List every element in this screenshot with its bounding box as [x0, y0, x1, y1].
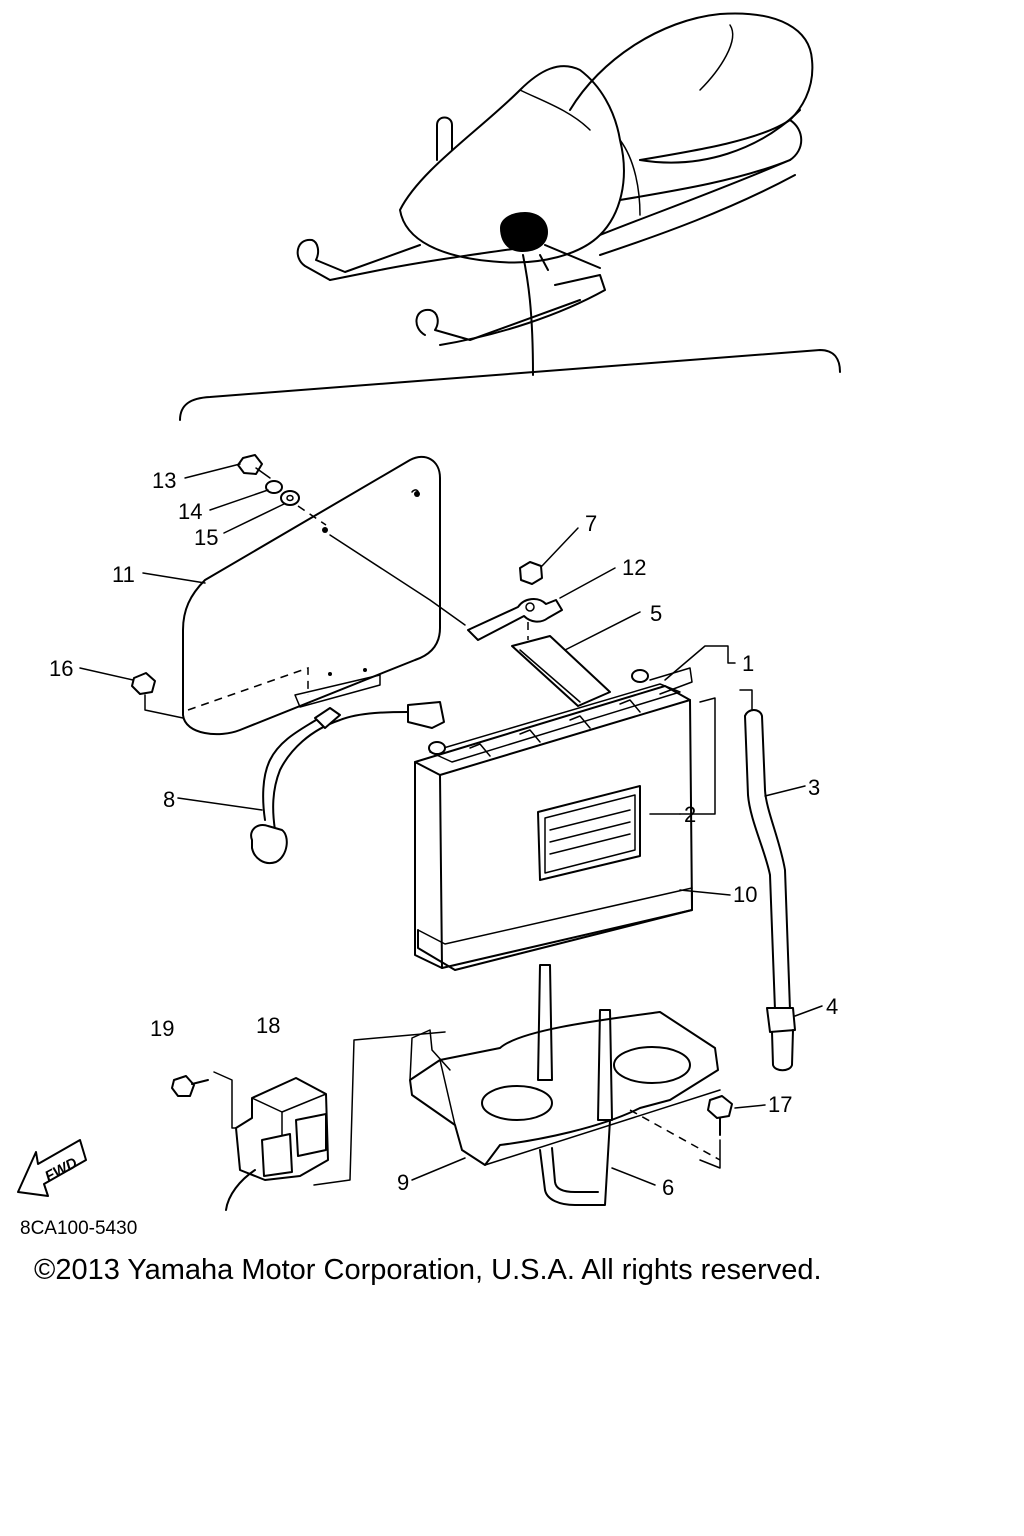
callout-17: 17	[768, 1092, 792, 1117]
clamp-4-part	[766, 1007, 796, 1072]
nut-16-part	[131, 672, 184, 719]
battery-2-part	[414, 667, 693, 969]
callout-16: 16	[49, 656, 73, 681]
cable-8-part	[250, 701, 445, 864]
callout-3: 3	[808, 775, 820, 800]
callout-14: 14	[178, 499, 202, 524]
pad-10-part	[417, 891, 693, 971]
copyright-notice: ©2013 Yamaha Motor Corporation, U.S.A. A…	[34, 1254, 822, 1286]
callout-13: 13	[152, 468, 176, 493]
callout-18: 18	[256, 1013, 280, 1038]
callout-12: 12	[622, 555, 646, 580]
washer-15-part	[280, 490, 300, 506]
bolt-17-part	[699, 1095, 733, 1169]
callout-5: 5	[650, 601, 662, 626]
callout-11: 11	[112, 562, 135, 587]
callout-2: 2	[684, 802, 696, 827]
forward-direction-arrow: FWD	[17, 1139, 87, 1197]
callout-19: 19	[150, 1016, 174, 1041]
band-12-part	[467, 598, 563, 641]
bracket-5-part	[511, 635, 611, 707]
diagram-code: 8CA100-5430	[20, 1218, 138, 1239]
stud-bolts	[537, 964, 613, 1121]
callout-15: 15	[194, 525, 218, 550]
band-6-part	[539, 1119, 611, 1206]
breather-pipe-3-part	[744, 709, 791, 1011]
leader-lines	[79, 463, 823, 1186]
battery-location-marker	[500, 212, 548, 252]
callout-7: 7	[585, 511, 597, 536]
washer-14-part	[265, 480, 283, 494]
nut-7-part	[519, 561, 543, 585]
battery-cover-part	[182, 455, 441, 736]
callout-4: 4	[826, 994, 838, 1019]
callout-10: 10	[733, 882, 757, 907]
callout-1: 1	[742, 651, 754, 676]
relay-18-part	[213, 1031, 446, 1211]
battery-box-9-part	[409, 1011, 721, 1166]
bolt-19-part	[171, 1075, 209, 1097]
bolt-13-part	[237, 454, 271, 479]
snowmobile-overview-illustration	[179, 12, 841, 421]
callout-labels: 1 2 3 4 5 6 7 8 9 10 11 12 13 14 15 16 1…	[49, 468, 838, 1200]
callout-8: 8	[163, 787, 175, 812]
callout-9: 9	[397, 1170, 409, 1195]
callout-6: 6	[662, 1175, 674, 1200]
